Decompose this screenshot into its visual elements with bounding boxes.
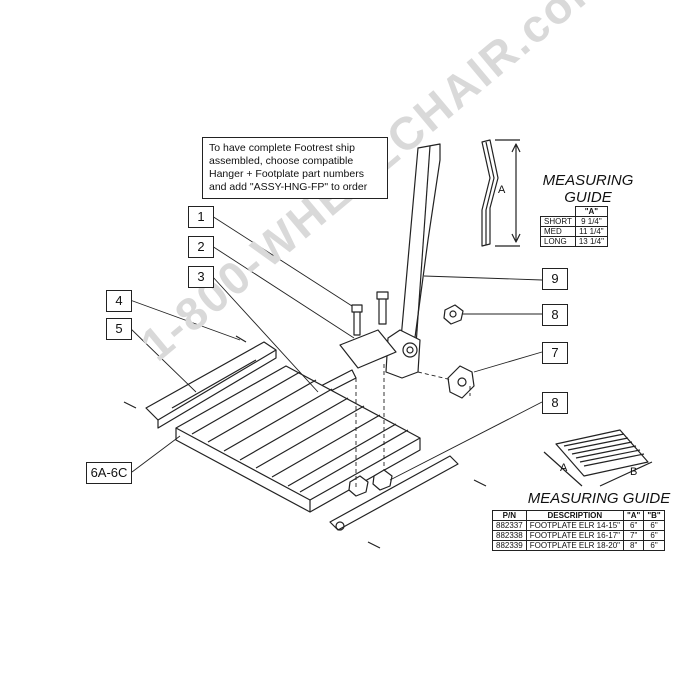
- screws: [123, 335, 487, 549]
- table-header-row: P/N DESCRIPTION "A" "B": [492, 510, 665, 521]
- bolt-parts: [339, 291, 397, 369]
- table-row: 882339 FOOTPLATE ELR 18-20" 8" 6": [492, 540, 665, 551]
- a-cell: 7": [622, 530, 645, 541]
- note-line: Hanger + Footplate part numbers: [209, 168, 364, 180]
- b-cell: 6": [643, 540, 665, 551]
- value-cell: 9 1/4": [574, 216, 608, 227]
- footplate-measure-table: P/N DESCRIPTION "A" "B" 882337 FOOTPLATE…: [492, 510, 665, 551]
- note-line: To have complete Footrest ship: [209, 142, 355, 154]
- callout-3: 3: [188, 266, 214, 288]
- desc-cell: FOOTPLATE ELR 18-20": [525, 540, 624, 551]
- footplate-guide-title: MEASURING GUIDE: [527, 490, 671, 507]
- callout-4: 4: [106, 290, 132, 312]
- side-rail-left: [145, 341, 277, 429]
- size-cell: MED: [540, 226, 576, 237]
- assembly-note: To have complete Footrest ship assembled…: [202, 137, 388, 199]
- leader-lines: [129, 215, 543, 490]
- header-b: "B": [643, 510, 665, 521]
- a-cell: 6": [622, 520, 645, 531]
- callout-6a-6c: 6A-6C: [86, 462, 132, 484]
- header-description: DESCRIPTION: [525, 510, 624, 521]
- desc-cell: FOOTPLATE ELR 16-17": [525, 530, 624, 541]
- pn-cell: 882337: [492, 520, 527, 531]
- callout-5: 5: [106, 318, 132, 340]
- hanger-side-view: [481, 139, 521, 247]
- hanger-guide-title-line: MEASURING: [542, 172, 634, 189]
- table-row: 882338 FOOTPLATE ELR 16-17" 7" 6": [492, 530, 665, 541]
- size-cell: SHORT: [540, 216, 576, 227]
- note-line: assembled, choose compatible: [209, 155, 354, 167]
- hanger-guide-title: MEASURING GUIDE: [540, 172, 636, 206]
- callout-2: 2: [188, 236, 214, 258]
- nut-lower: [348, 469, 393, 497]
- a-cell: 8": [622, 540, 645, 551]
- pn-cell: 882338: [492, 530, 527, 541]
- callout-1: 1: [188, 206, 214, 228]
- callout-8-upper: 8: [542, 304, 568, 326]
- hanger-tube: [385, 143, 441, 379]
- note-line: and add "ASSY-HNG-FP" to order: [209, 181, 368, 193]
- header-a: "A": [622, 510, 645, 521]
- callout-9: 9: [542, 268, 568, 290]
- value-cell: 11 1/4": [574, 226, 608, 237]
- footplate-dim-a: A: [560, 462, 568, 474]
- hanger-guide-title-line: GUIDE: [564, 189, 612, 206]
- desc-cell: FOOTPLATE ELR 14-15": [525, 520, 624, 531]
- hanger-dim-label: A: [498, 184, 506, 196]
- b-cell: 6": [643, 530, 665, 541]
- hanger-header-a: "A": [574, 206, 608, 217]
- value-cell: 13 1/4": [574, 236, 608, 247]
- footplate-dim-b: B: [630, 466, 638, 478]
- footplate-guide-image: [543, 429, 653, 487]
- callout-8-lower: 8: [542, 392, 568, 414]
- side-rail-right: [329, 455, 459, 531]
- bracket-part: [447, 365, 475, 399]
- table-row: 882337 FOOTPLATE ELR 14-15" 6" 6": [492, 520, 665, 531]
- pn-cell: 882339: [492, 540, 527, 551]
- size-cell: LONG: [540, 236, 576, 247]
- header-pn: P/N: [492, 510, 527, 521]
- nut-upper: [443, 304, 464, 325]
- callout-7: 7: [542, 342, 568, 364]
- b-cell: 6": [643, 520, 665, 531]
- footplate: [175, 365, 421, 513]
